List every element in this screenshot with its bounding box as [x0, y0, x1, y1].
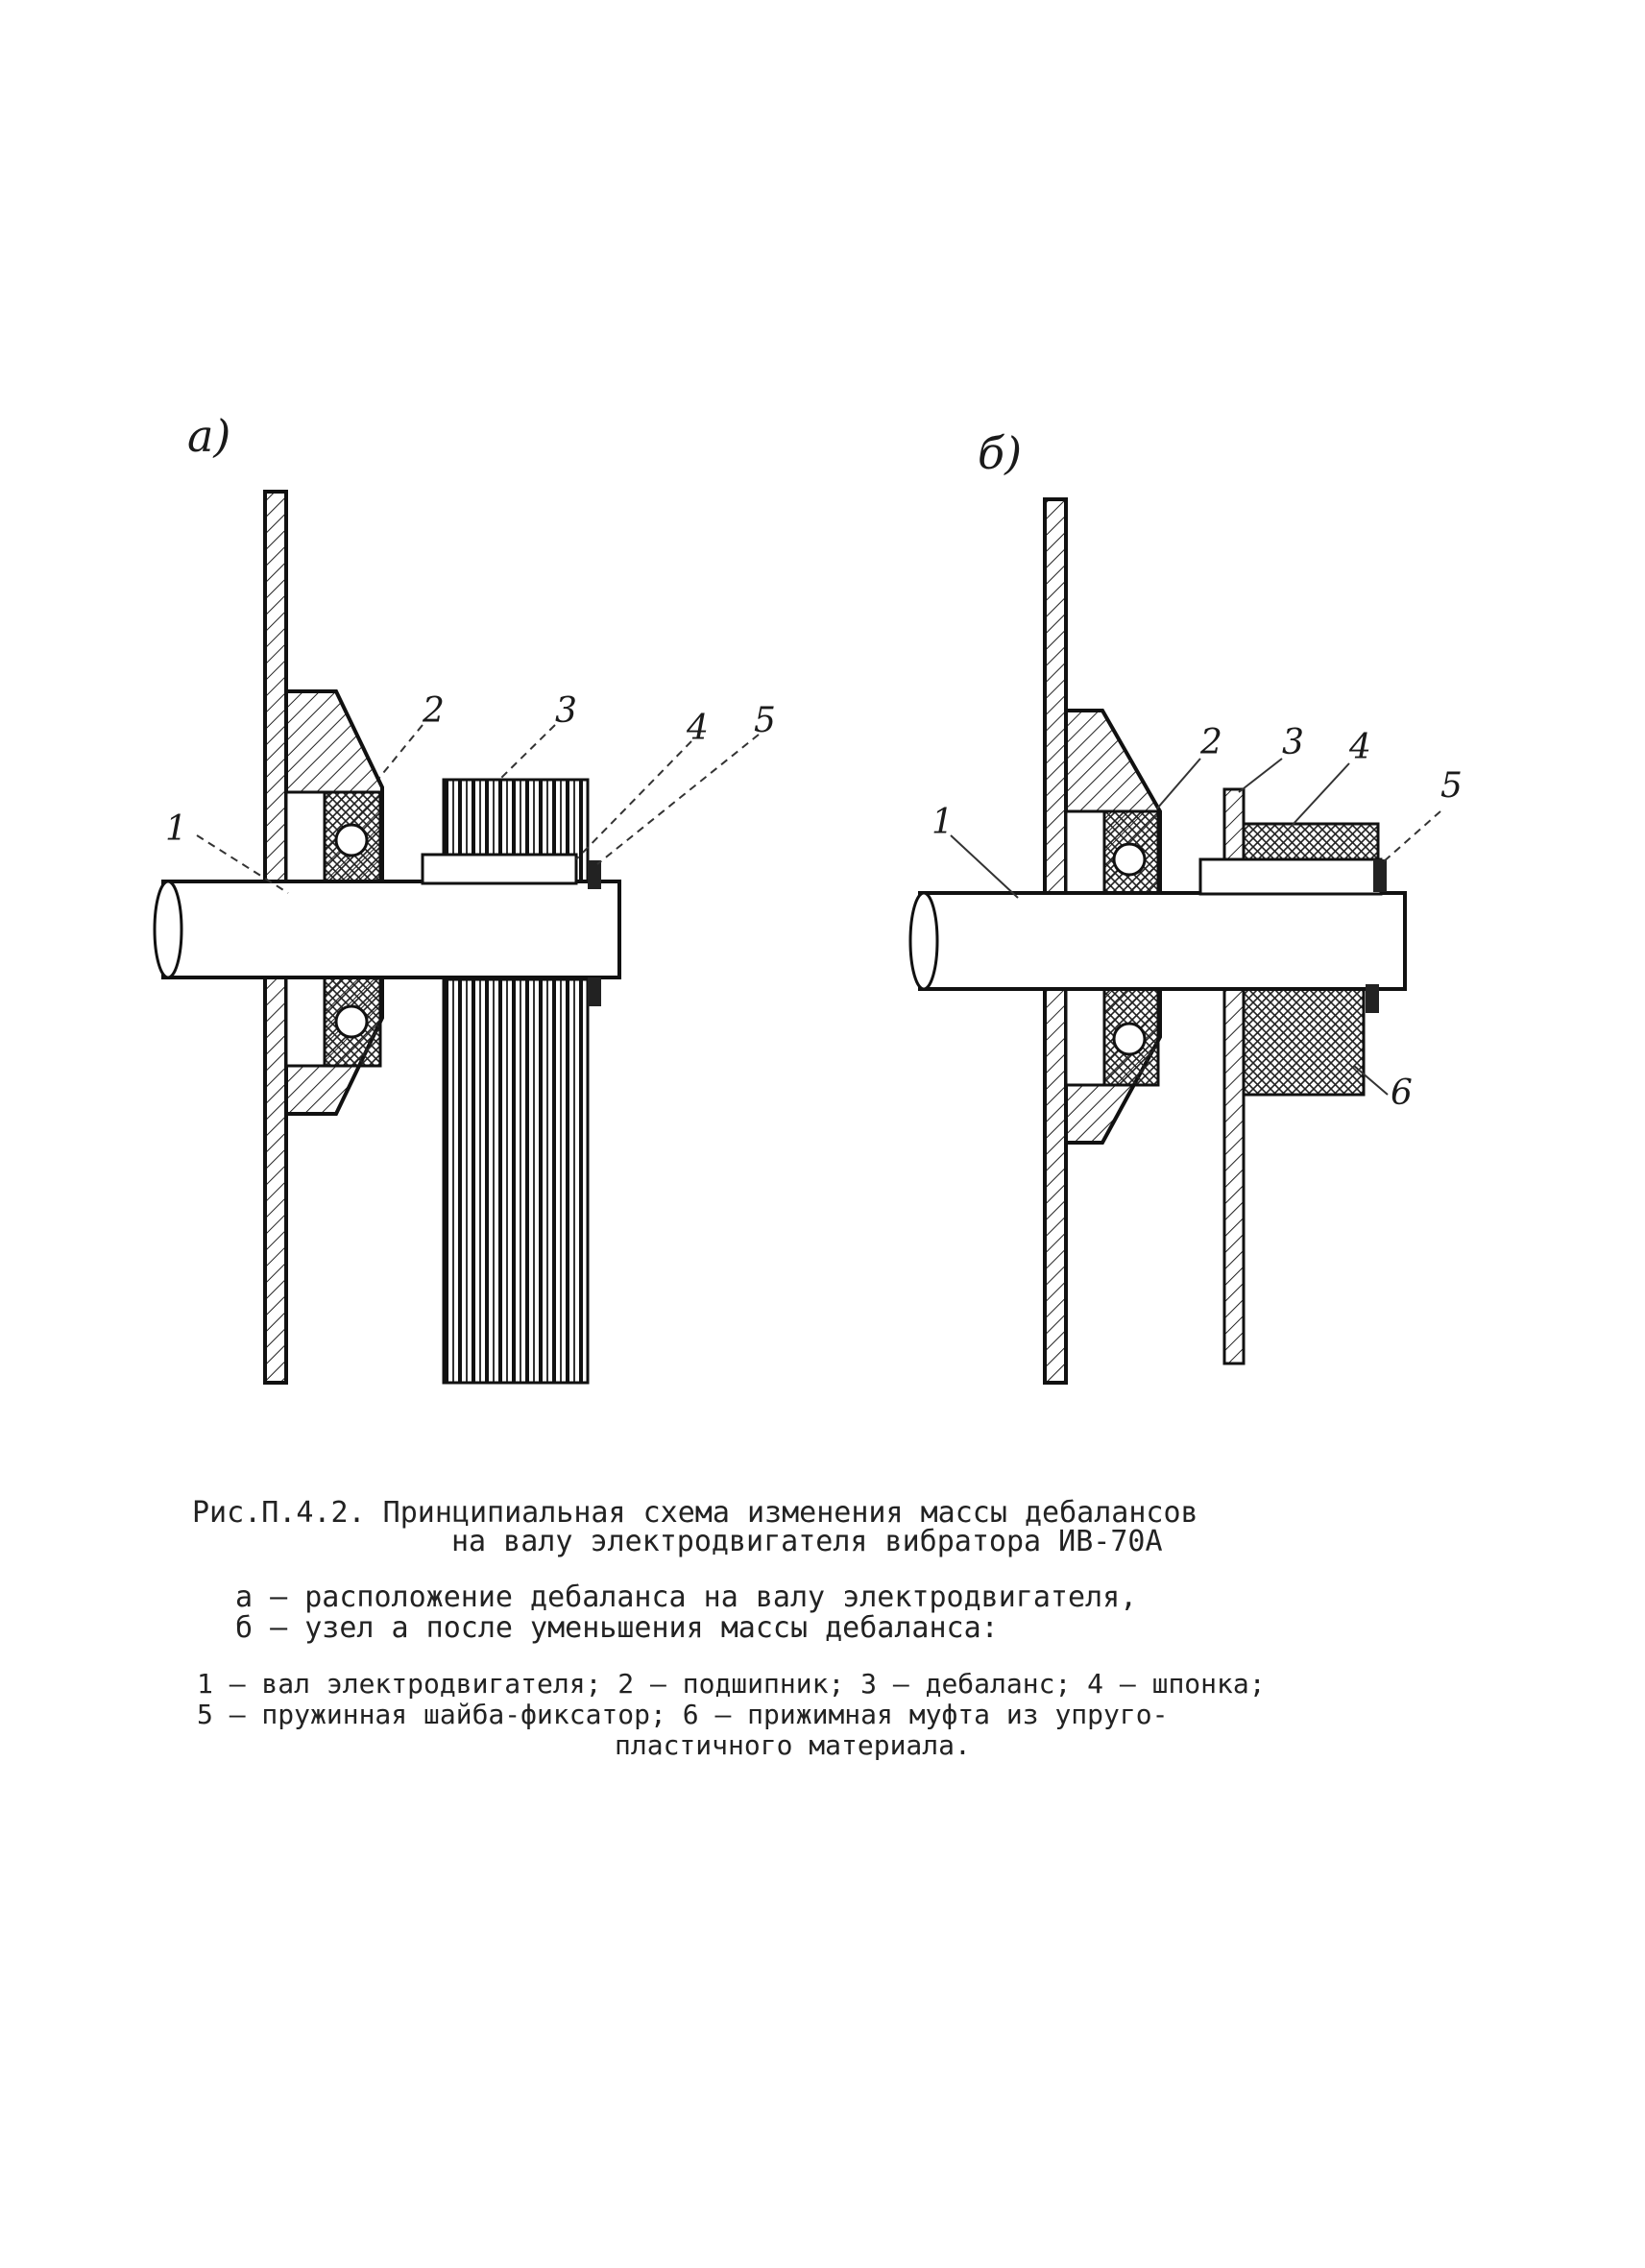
washer-a-top	[588, 860, 601, 889]
label-b-6: 6	[1391, 1074, 1413, 1113]
key-a	[421, 853, 578, 885]
label-a-5: 5	[754, 701, 776, 740]
label-a-1: 1	[165, 809, 187, 849]
washer-b-bottom	[1366, 984, 1379, 1013]
leader-lines-b	[950, 758, 1441, 1096]
washer-a-bottom	[588, 977, 601, 1006]
unbalance-plate-b	[1222, 787, 1246, 1365]
figure-b-label: б)	[978, 427, 1022, 479]
label-b-5: 5	[1440, 766, 1463, 806]
figure-a: а)	[153, 410, 776, 1385]
caption-title-line2: на валу электродвигателя вибратора ИВ-70…	[451, 1525, 1163, 1558]
label-b-3: 3	[1282, 723, 1304, 762]
bearing-a	[323, 790, 382, 1068]
unbalance-mass-a	[442, 778, 590, 1385]
shaft-b	[908, 891, 1407, 991]
caption-legend-line3: пластичного материала.	[615, 1729, 971, 1761]
caption-sub-a: а – расположение дебаланса на валу элект…	[235, 1580, 1138, 1614]
label-a-3: 3	[555, 691, 577, 731]
label-b-1: 1	[931, 803, 954, 842]
key-b	[1198, 857, 1383, 896]
shaft-a	[153, 880, 621, 979]
caption-sub-b: б – узел а после уменьшения массы дебала…	[235, 1611, 999, 1645]
leader-lines-a	[196, 724, 760, 894]
caption-title-line1: Рис.П.4.2. Принципиальная схема изменени…	[192, 1496, 1198, 1530]
caption-legend-line2: 5 – пружинная шайба-фиксатор; 6 – прижим…	[197, 1699, 1169, 1730]
label-b-2: 2	[1199, 723, 1222, 762]
figure-a-label: а)	[187, 410, 230, 462]
figure-b: б)	[908, 427, 1463, 1385]
label-a-2: 2	[422, 691, 445, 731]
caption-legend-line1: 1 – вал электродвигателя; 2 – подшипник;…	[197, 1668, 1266, 1700]
label-a-4: 4	[686, 709, 709, 748]
washer-b-top	[1373, 859, 1387, 892]
label-b-4: 4	[1348, 728, 1371, 767]
